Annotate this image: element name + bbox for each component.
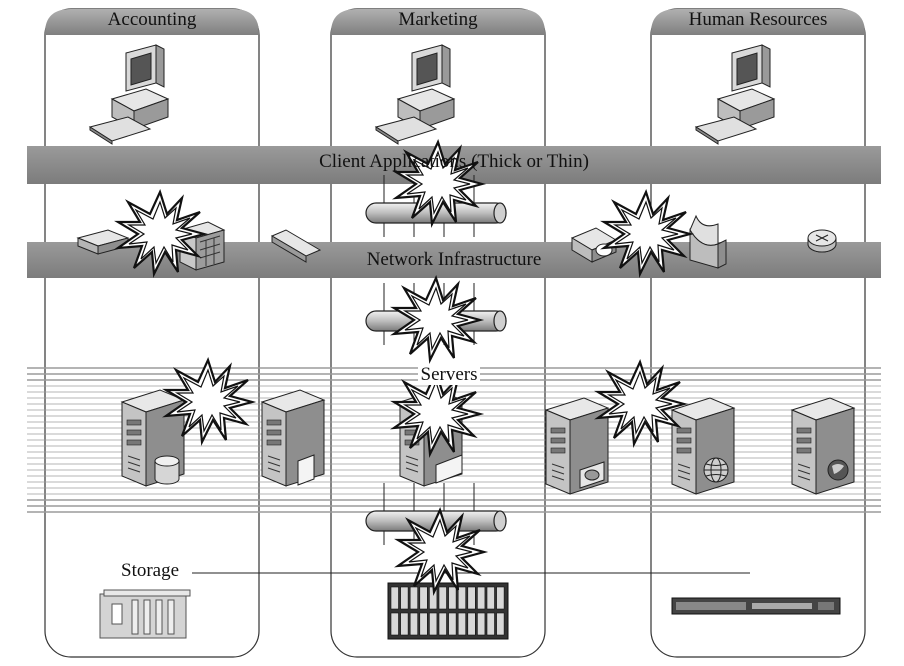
storage-drive-bay bbox=[477, 612, 486, 636]
storage-drive-bay bbox=[390, 586, 399, 610]
storage-array-icon bbox=[387, 582, 509, 640]
storage-drive-bay bbox=[400, 612, 409, 636]
storage-drive-bay bbox=[409, 612, 419, 636]
storage-drive-bay bbox=[457, 586, 466, 610]
storage-drive-bay bbox=[390, 612, 399, 636]
rack-server-icon bbox=[671, 597, 841, 615]
column-title-accounting: Accounting bbox=[107, 9, 197, 30]
storage-drive-bay bbox=[496, 612, 505, 636]
storage-label: Storage bbox=[121, 560, 180, 581]
servers-label-text: Servers bbox=[417, 364, 481, 385]
storage-drive-bay bbox=[457, 612, 466, 636]
storage-drive-bay bbox=[448, 586, 457, 610]
globe-icon bbox=[827, 459, 849, 481]
storage-drive-bay bbox=[496, 586, 505, 610]
server-tower-icon bbox=[261, 389, 325, 487]
media-drive-icon bbox=[579, 461, 605, 489]
storage-drive-bay bbox=[409, 586, 419, 610]
column-header-hr bbox=[651, 9, 865, 35]
column-title-marketing: Marketing bbox=[398, 9, 478, 30]
database-icon bbox=[154, 455, 180, 485]
server-tower-icon bbox=[671, 397, 735, 495]
storage-drive-bay bbox=[486, 612, 495, 636]
storage-drive-bay bbox=[486, 586, 495, 610]
hub-icon bbox=[270, 229, 322, 263]
storage-drive-bay bbox=[400, 586, 409, 610]
wireless-access-point-icon bbox=[689, 214, 727, 269]
storage-array-icon bbox=[99, 589, 191, 639]
column-header-accounting bbox=[45, 9, 259, 35]
storage-drive-bay bbox=[438, 612, 447, 636]
storage-drive-bay bbox=[467, 586, 476, 610]
storage-drive-bay bbox=[419, 586, 428, 610]
server-tower-icon bbox=[791, 397, 855, 495]
column-header-marketing bbox=[331, 9, 545, 35]
column-title-hr: Human Resources bbox=[688, 9, 828, 30]
network-infrastructure-label: Network Infrastructure bbox=[366, 249, 542, 270]
router-icon bbox=[807, 229, 837, 253]
router-icon bbox=[570, 227, 618, 263]
storage-drive-bay bbox=[477, 586, 486, 610]
storage-drive-bay bbox=[429, 612, 438, 636]
client-applications-label: Client Applications (Thick or Thin) bbox=[319, 151, 589, 172]
storage-drive-bay bbox=[419, 612, 428, 636]
web-server-globe-icon bbox=[703, 457, 729, 483]
servers-label: Servers bbox=[0, 364, 904, 386]
storage-drive-bay bbox=[448, 612, 457, 636]
document-icon bbox=[435, 454, 463, 484]
storage-drive-bay bbox=[438, 586, 447, 610]
document-icon bbox=[297, 454, 315, 486]
storage-drive-bay bbox=[467, 612, 476, 636]
